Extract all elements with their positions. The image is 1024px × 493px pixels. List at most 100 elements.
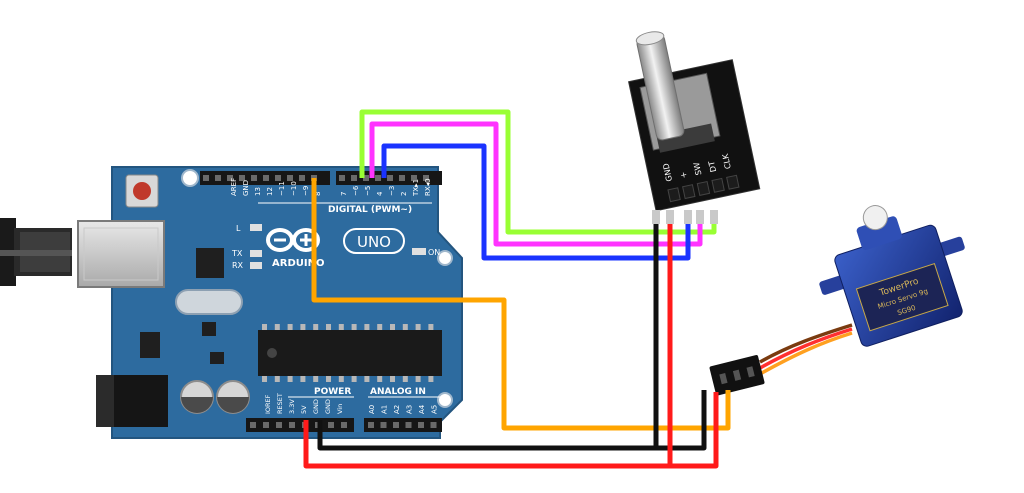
header-hole <box>387 175 393 181</box>
top-pin-label: 4 <box>376 191 384 196</box>
servo-motor: TowerPro Micro Servo 9g SG90 <box>709 205 965 396</box>
servo-cable-brown <box>759 323 853 364</box>
wire-pin6-to-clk <box>359 109 717 235</box>
header-hole <box>227 175 233 181</box>
power-pin-labels: IOREF RESET 3.3V 5V GND GND Vin <box>264 393 344 414</box>
top-pin-label: 7 <box>340 192 348 196</box>
top-pin-label: 8 <box>314 192 322 196</box>
power-pin-label: GND <box>324 399 332 414</box>
chip-pin <box>300 376 306 382</box>
wire-gnd-to-encoder <box>317 222 659 451</box>
wire-pin5-to-dt <box>369 121 703 247</box>
reset-button[interactable] <box>125 174 159 208</box>
header-hole <box>380 422 387 428</box>
usb-port <box>77 220 165 288</box>
header-hole <box>341 422 347 428</box>
header-hole <box>375 175 381 181</box>
chip-pin <box>351 376 357 382</box>
analog-pin-label: A0 <box>368 405 376 414</box>
wires <box>303 109 731 469</box>
chip-pin <box>415 324 421 330</box>
top-pin-label: 13 <box>254 187 262 196</box>
header-hole <box>368 422 374 428</box>
header-analog <box>364 418 442 432</box>
usb-cable <box>0 218 72 286</box>
top-pin-label: ~5 <box>364 186 372 196</box>
header-hole <box>239 175 245 181</box>
servo-horn <box>862 205 888 231</box>
top-header-holes <box>203 175 429 181</box>
encoder-pin <box>696 180 711 196</box>
chip-pin <box>274 376 280 382</box>
header-hole <box>203 175 209 181</box>
top-pin-label: ~11 <box>278 181 286 196</box>
header-hole <box>351 175 357 181</box>
encoder-wire-ends <box>652 210 718 224</box>
chip-pin <box>338 324 344 330</box>
servo-cable-red <box>759 327 853 370</box>
top-pin-label: ~3 <box>388 186 396 196</box>
encoder-pin <box>711 177 725 193</box>
led-tx <box>250 250 262 257</box>
smd-component <box>210 352 224 364</box>
analog-pin-label: A1 <box>381 405 389 414</box>
power-jack <box>96 375 168 427</box>
chip-pin <box>326 376 331 382</box>
power-pin-label: 5V <box>300 405 308 414</box>
digital-label: DIGITAL (PWM~) <box>328 205 412 215</box>
top-pin-label: AREF <box>230 178 238 196</box>
chip-pin <box>313 324 319 330</box>
chip-pin <box>415 376 421 382</box>
header-hole <box>275 175 281 181</box>
header-hole <box>251 175 257 181</box>
header-hole <box>250 422 256 428</box>
power-pin-label: IOREF <box>264 394 272 414</box>
header-hole <box>430 422 437 428</box>
chip-pin <box>351 324 357 330</box>
chip-pins <box>262 324 434 382</box>
power-label: POWER <box>314 387 351 397</box>
header-hole <box>215 175 221 181</box>
encoder-pin-headers <box>667 174 740 203</box>
encoder-pin <box>726 174 740 190</box>
header-hole <box>399 175 405 181</box>
chip-pin <box>428 376 434 382</box>
model-text: UNO <box>357 233 391 251</box>
servo-cable-orange <box>759 331 853 376</box>
chip-pin <box>274 324 280 330</box>
power-pin-label: 3.3V <box>288 399 296 414</box>
encoder-pin <box>682 184 696 200</box>
chip-pin <box>313 376 319 382</box>
power-pin-label: RESET <box>276 393 284 414</box>
analog-label: ANALOG IN <box>370 387 426 397</box>
chip-pin <box>377 324 383 330</box>
header-power <box>246 418 354 432</box>
analog-pin-label: A2 <box>393 405 401 414</box>
usb-chip <box>196 248 224 278</box>
chip-pin <box>390 324 395 330</box>
chip-pin <box>364 324 370 330</box>
chip-pin <box>338 376 344 382</box>
uno-badge: UNO <box>343 228 405 254</box>
mounting-hole <box>437 392 453 408</box>
header-hole <box>299 175 305 181</box>
header-hole <box>411 175 417 181</box>
mounting-hole <box>181 169 199 187</box>
capacitor <box>216 380 250 414</box>
atmega-chip <box>258 330 442 376</box>
regulator <box>140 332 160 358</box>
power-pin-label: GND <box>312 399 320 414</box>
chip-pin <box>287 376 293 382</box>
top-pin-label: RX◂0 <box>424 178 432 196</box>
power-pin-label: Vin <box>336 404 344 414</box>
wire-pin9-to-servo-signal <box>311 178 731 431</box>
encoder-pin-label: SW <box>692 161 704 176</box>
led-label-l: L <box>236 224 241 233</box>
header-hole <box>263 422 269 428</box>
